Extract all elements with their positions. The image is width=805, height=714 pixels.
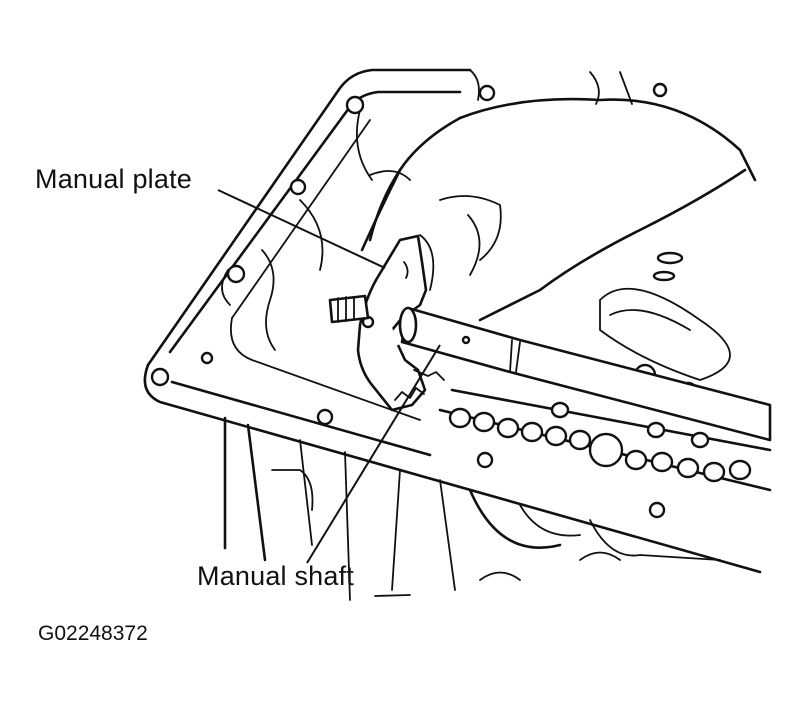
hand <box>360 97 757 322</box>
manual-shaft <box>328 294 772 442</box>
valve-body <box>438 251 772 492</box>
flange-bolt-holes <box>150 82 668 519</box>
manual-shaft-label: Manual shaft <box>197 561 354 591</box>
manual-shaft-leader <box>306 344 441 564</box>
manual-plate-label: Manual plate <box>35 164 193 194</box>
manual-plate-leader <box>217 189 386 269</box>
figure-id: G02248372 <box>38 622 148 645</box>
